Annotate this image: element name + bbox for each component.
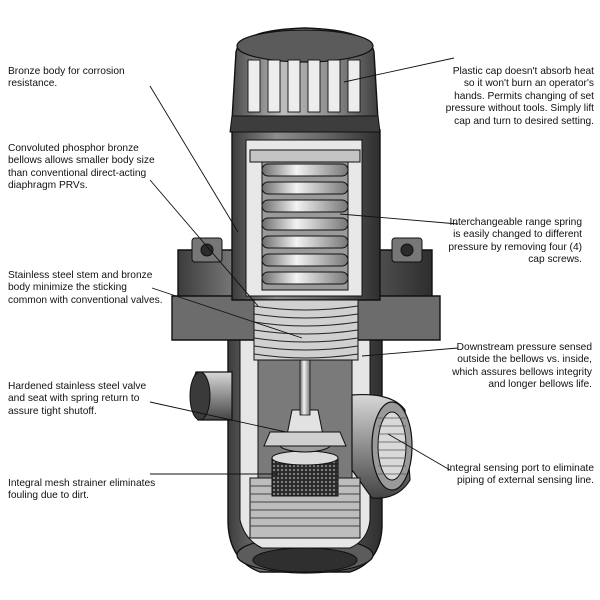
- callout-line: and seat with spring return to: [8, 393, 140, 405]
- callout-line: Bronze body for corrosion: [8, 66, 125, 77]
- callout-line: and longer bellows life.: [488, 379, 592, 391]
- outlet-elbow: [351, 393, 413, 499]
- callout-line: which assures bellows integrity: [452, 366, 592, 378]
- callout-spring: Interchangeable range spring is easily c…: [430, 217, 582, 267]
- callout-line: cap screws.: [528, 254, 582, 266]
- callout-line: common with conventional valves.: [8, 294, 163, 306]
- callout-line: Stainless steel stem and bronze: [8, 270, 153, 281]
- callout-line: Convoluted phosphor bronze: [8, 143, 139, 154]
- callout-line: so it won't burn an operator's: [463, 78, 594, 90]
- mesh-strainer: [271, 450, 339, 497]
- callout-line: outside the bellows vs. inside,: [457, 354, 592, 366]
- callout-valve-seat: Hardened stainless steel valve and seat …: [8, 381, 173, 418]
- callout-line: diaphragm PRVs.: [8, 180, 88, 192]
- callout-line: hands. Permits changing of set: [454, 90, 594, 102]
- callout-line: body minimize the sticking: [8, 282, 127, 294]
- callout-line: bellows allows smaller body size: [8, 155, 155, 167]
- leader-lines: [149, 57, 459, 475]
- callout-line: Plastic cap doesn't absorb heat: [452, 66, 594, 77]
- callout-line: cap and turn to desired setting.: [454, 115, 594, 127]
- callout-line: is easily changed to different: [453, 229, 582, 241]
- callout-cap: Plastic cap doesn't absorb heat so it wo…: [420, 66, 594, 128]
- callout-downstream: Downstream pressure sensed outside the b…: [420, 342, 592, 392]
- plastic-cap: [229, 27, 381, 133]
- callout-line: Integral mesh strainer eliminates: [8, 478, 156, 489]
- bellows: [253, 299, 359, 361]
- callout-line: than conventional direct-acting: [8, 167, 147, 179]
- callout-line: fouling due to dirt.: [8, 490, 89, 502]
- callout-line: piping of external sensing line.: [456, 475, 594, 487]
- inlet-port: [189, 371, 233, 421]
- callout-line: Downstream pressure sensed: [456, 342, 592, 353]
- callout-line: Interchangeable range spring: [449, 217, 582, 228]
- callout-stem: Stainless steel stem and bronze body min…: [8, 270, 173, 307]
- callout-line: Integral sensing port to eliminate: [446, 463, 594, 474]
- callout-line: resistance.: [8, 78, 58, 90]
- callout-bronze-body: Bronze body for corrosion resistance.: [8, 66, 158, 91]
- callout-bellows: Convoluted phosphor bronze bellows allow…: [8, 143, 168, 193]
- callout-line: pressure without tools. Simply lift: [445, 103, 594, 115]
- callout-line: pressure by removing four (4): [448, 241, 582, 253]
- valve-and-seat: [263, 409, 347, 453]
- callout-sensing-port: Integral sensing port to eliminate pipin…: [408, 463, 594, 488]
- callout-strainer: Integral mesh strainer eliminates foulin…: [8, 478, 178, 503]
- range-spring: [249, 149, 361, 291]
- callout-line: assure tight shutoff.: [8, 405, 97, 417]
- callout-line: Hardened stainless steel valve: [8, 381, 147, 392]
